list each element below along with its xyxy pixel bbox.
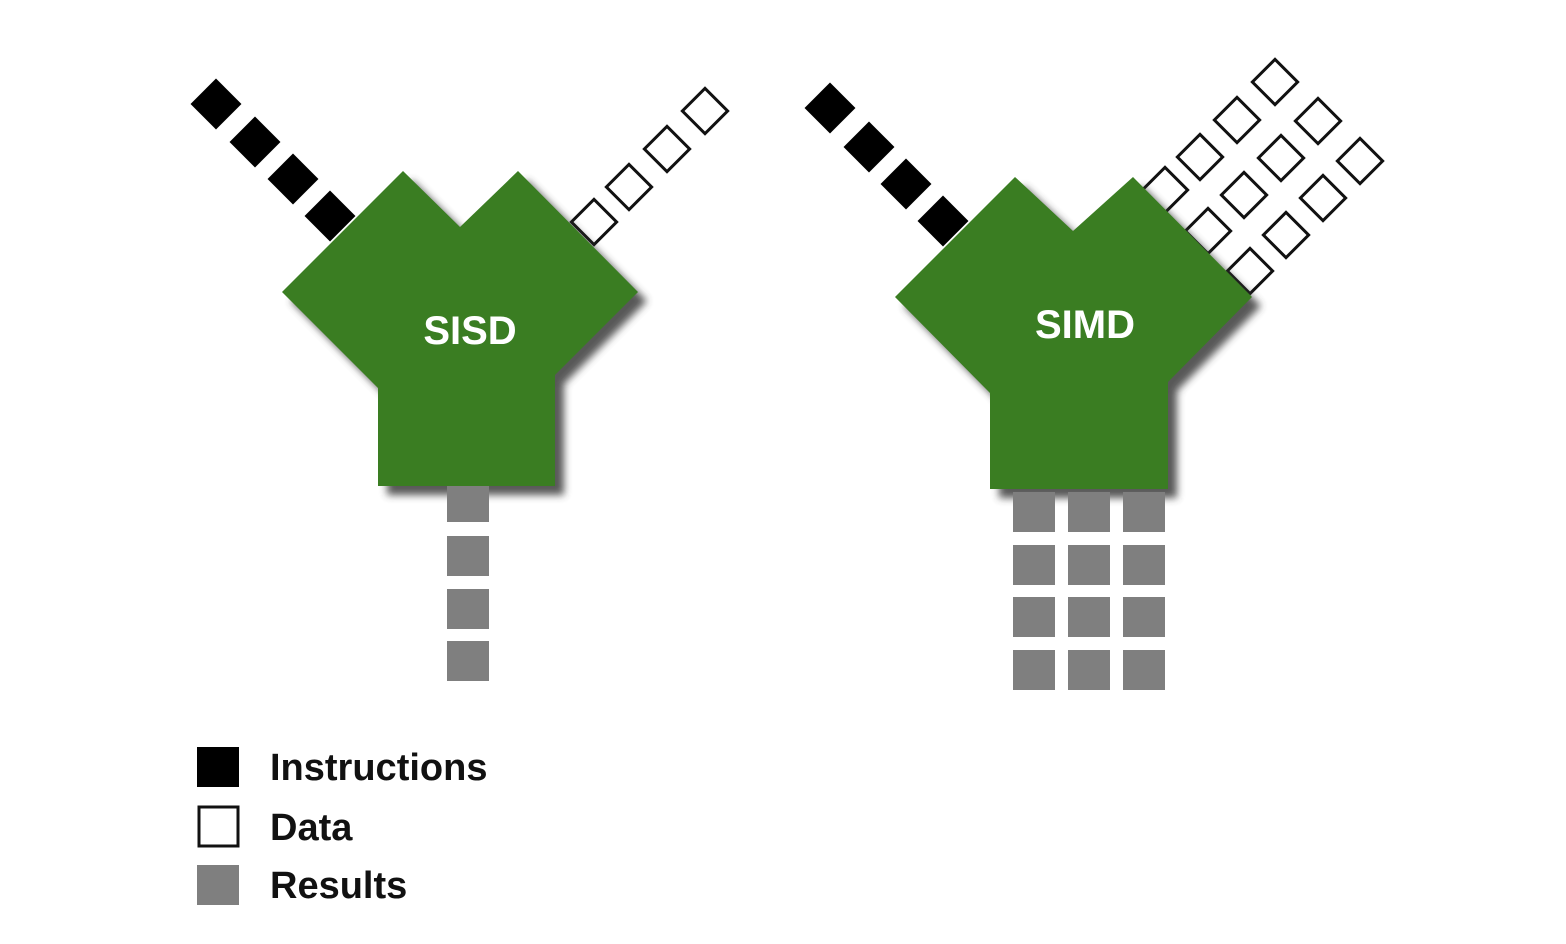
simd-data-r3-3 [1261,210,1311,260]
filled-black-square-icon [197,747,239,787]
simd-data-r2-1 [1293,96,1343,146]
simd-processor [895,177,1252,489]
simd-data-r1-2 [1212,95,1262,145]
simd-result-c1-3 [1013,597,1055,637]
simd-data-r3-4 [1225,246,1275,296]
outlined-white-square-icon [197,805,240,848]
sisd-data-stream [569,86,730,247]
legend-item-instructions: Instructions [197,747,487,789]
simd-result-c2-2 [1068,545,1110,585]
legend-label-results: Results [270,865,407,907]
filled-gray-square-icon [197,865,239,905]
simd-result-c2-3 [1068,597,1110,637]
simd-label: SIMD [1035,303,1135,347]
sisd-result-2 [447,536,489,576]
simd-result-c2-1 [1068,492,1110,532]
sisd-processor [282,171,638,486]
sisd-data-3 [604,162,654,212]
simd-data-r1-3 [1175,132,1225,182]
simd-data-r2-2 [1256,133,1306,183]
simd-result-c1-4 [1013,650,1055,690]
simd-result-c1-2 [1013,545,1055,585]
simd-instruction-2 [843,121,895,173]
sisd-label: SISD [423,309,516,353]
simd-data-r1-1 [1250,57,1300,107]
sisd-unit: SISD [190,78,730,681]
simd-instruction-3 [880,158,932,210]
simd-data-r2-3 [1219,170,1269,220]
legend-item-data: Data [197,805,353,849]
simd-result-c3-3 [1123,597,1165,637]
simd-data-stream [1140,57,1385,296]
sisd-instruction-2 [229,116,281,168]
sisd-result-3 [447,589,489,629]
simd-data-r3-1 [1335,136,1385,186]
simd-result-stream [1013,492,1165,690]
sisd-result-1 [447,486,489,522]
sisd-result-stream [447,486,489,681]
simd-result-c1-1 [1013,492,1055,532]
sisd-instruction-1 [190,78,242,130]
simd-instruction-1 [804,82,856,134]
simd-unit: SIMD [804,57,1385,690]
simd-result-c3-1 [1123,492,1165,532]
sisd-result-4 [447,641,489,681]
sisd-instruction-3 [267,153,319,205]
legend-label-instructions: Instructions [270,747,487,789]
simd-result-c3-4 [1123,650,1165,690]
sisd-data-1 [680,86,730,136]
legend-label-data: Data [270,807,353,849]
simd-instruction-4 [917,195,969,247]
legend-item-results: Results [197,865,407,907]
legend: Instructions Data Results [197,747,487,907]
simd-instruction-stream [804,82,969,247]
sisd-data-4 [569,197,619,247]
simd-result-c2-4 [1068,650,1110,690]
simd-result-c3-2 [1123,545,1165,585]
sisd-data-2 [642,124,692,174]
sisd-instruction-stream [190,78,356,242]
simd-data-r3-2 [1298,173,1348,223]
